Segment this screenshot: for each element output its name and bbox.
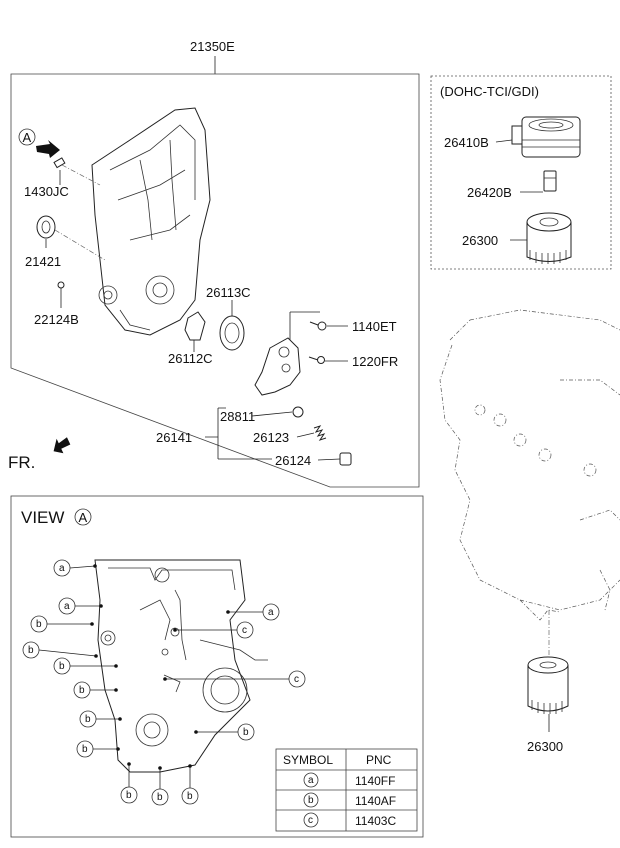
svg-text:b: b: [79, 685, 85, 696]
variant-title: (DOHC-TCI/GDI): [440, 84, 539, 99]
oil-filter-engine: [527, 656, 569, 714]
plug: [57, 281, 65, 289]
bolt-1140et: [309, 321, 327, 331]
oil-pump-cover: [254, 337, 301, 396]
legend-pnc-b: 1140AF: [355, 794, 396, 808]
svg-text:c: c: [242, 625, 247, 636]
svg-text:b: b: [85, 714, 91, 725]
variant-box: [430, 75, 612, 270]
top-ref-label: 21350E: [190, 39, 235, 54]
cover-front-view: [94, 559, 268, 773]
svg-text:b: b: [157, 792, 163, 803]
label-26123: 26123: [253, 430, 289, 445]
svg-text:b: b: [187, 791, 193, 802]
front-label: FR.: [8, 453, 35, 472]
callout-b-8: [120, 786, 138, 804]
label-26113c: 26113C: [206, 285, 251, 300]
inner-rotor: [184, 311, 206, 341]
label-1220fr: 1220FR: [352, 354, 398, 369]
label-1140et: 1140ET: [352, 319, 397, 334]
outer-rotor: [219, 315, 245, 351]
legend-symbol-c: c: [308, 815, 313, 826]
label-22124b: 22124B: [34, 312, 79, 327]
svg-text:b: b: [59, 661, 65, 672]
view-a-title-circle: [74, 508, 92, 526]
svg-text:a: a: [59, 563, 65, 574]
label-1430jc: 1430JC: [24, 184, 69, 199]
svg-text:b: b: [126, 790, 132, 801]
relief-valve-plug: [339, 452, 352, 466]
label-26300-engine: 26300: [527, 739, 563, 754]
label-26124: 26124: [275, 453, 311, 468]
label-26420b: 26420B: [467, 185, 512, 200]
engine-block-outline: [439, 309, 620, 621]
label-26112c: 26112C: [168, 351, 213, 366]
callouts-right: a c c b: [165, 603, 306, 741]
screw-1220fr: [308, 356, 325, 364]
svg-text:c: c: [294, 674, 299, 685]
legend-symbol-a: a: [308, 775, 314, 786]
view-a-title-marker: A: [79, 510, 88, 525]
view-a-arrow: [36, 140, 60, 158]
svg-text:b: b: [28, 645, 34, 656]
callout-b-10: [181, 787, 199, 805]
oil-cooler: [511, 116, 581, 158]
view-a-marker: A: [18, 128, 60, 158]
view-a-letter: A: [23, 130, 32, 145]
legend-symbol-b: b: [308, 795, 314, 806]
timing-chain-cover: [91, 107, 211, 336]
svg-text:b: b: [243, 727, 249, 738]
bolt-points: [90, 564, 230, 770]
legend-table: SYMBOL PNC a 1140FF b 1140AF c 11403C: [275, 748, 418, 832]
label-21421: 21421: [25, 254, 61, 269]
label-26141: 26141: [156, 430, 192, 445]
callouts-left: a a b b b b b b: [22, 559, 120, 758]
legend-header-pnc: PNC: [366, 753, 392, 767]
dowel-pin: [53, 157, 66, 169]
label-26300-variant: 26300: [462, 233, 498, 248]
relief-valve-plunger: [292, 406, 304, 418]
svg-text:a: a: [268, 607, 274, 618]
filter-stud: [543, 170, 557, 192]
svg-text:a: a: [64, 601, 70, 612]
callout-b-9: [151, 788, 169, 806]
view-a-circle: [18, 128, 36, 146]
svg-text:b: b: [82, 744, 88, 755]
main-assembly-box: [10, 73, 420, 488]
svg-text:b: b: [36, 619, 42, 630]
relief-valve-spring: [313, 425, 327, 441]
view-a-title: VIEW: [21, 508, 64, 527]
bracket-26141: [205, 407, 272, 460]
view-a-box: [10, 495, 424, 838]
front-direction-indicator: FR.: [8, 437, 71, 472]
legend-pnc-a: 1140FF: [355, 774, 395, 788]
label-28811: 28811: [220, 409, 255, 424]
legend-pnc-c: 11403C: [355, 814, 396, 828]
label-26410b: 26410B: [444, 135, 489, 150]
oil-filter-variant: [526, 212, 572, 264]
legend-header-symbol: SYMBOL: [283, 753, 333, 767]
callouts-bottom: b b b: [120, 764, 199, 806]
oil-seal: [36, 215, 56, 239]
